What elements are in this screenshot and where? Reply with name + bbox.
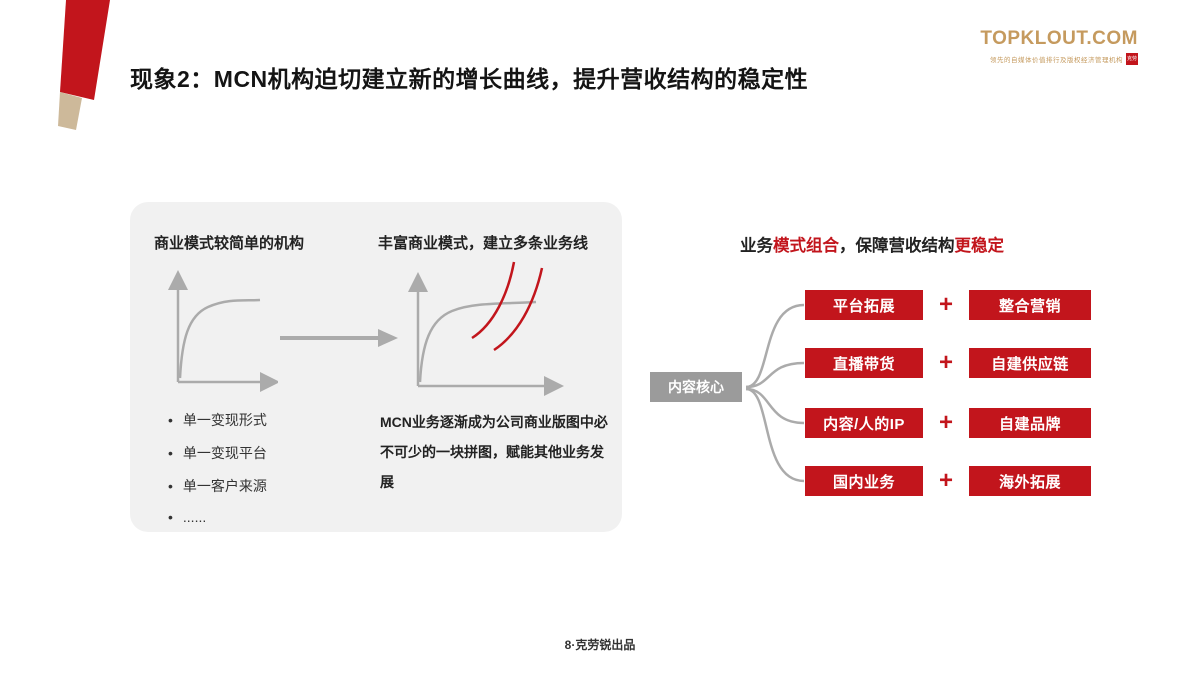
rich-model-title: 丰富商业模式，建立多条业务线 — [378, 235, 589, 252]
plus-icon: + — [938, 291, 953, 318]
bullet-item: 单一变现平台 — [168, 443, 267, 463]
model-tag: 自建供应链 — [969, 348, 1091, 378]
bullet-item: 单一客户来源 — [168, 476, 267, 496]
heading-part-highlight: 更稳定 — [954, 237, 1005, 255]
brand-logo: TOPKLOUT.COM 领先的自媒体价值排行及版权经济管理机构 克劳锐 — [980, 28, 1138, 65]
heading-part: 业务 — [740, 237, 773, 255]
bullet-text: 单一变现平台 — [182, 445, 267, 461]
model-tag: 整合营销 — [969, 290, 1091, 320]
brand-seal-icon: 克劳锐 — [1126, 53, 1138, 65]
combo-row: 平台拓展 + 整合营销 — [805, 290, 1095, 320]
slide-title: 现象2：MCN机构迫切建立新的增长曲线，提升营收结构的稳定性 — [130, 66, 809, 92]
combo-row: 直播带货 + 自建供应链 — [805, 348, 1095, 378]
bullet-text: 单一客户来源 — [182, 478, 267, 494]
brand-tagline: 领先的自媒体价值排行及版权经济管理机构 — [990, 57, 1123, 64]
brand-logo-text: TOPKLOUT.COM — [980, 28, 1138, 49]
combo-row: 内容/人的IP + 自建品牌 — [805, 408, 1095, 438]
plus-icon: + — [938, 349, 953, 376]
multi-curve-chart — [408, 261, 564, 396]
bullet-item: 单一变现形式 — [168, 410, 267, 430]
plus-icon: + — [938, 467, 953, 494]
bullet-text: 单一变现形式 — [182, 412, 267, 428]
right-section-heading: 业务模式组合，保障营收结构更稳定 — [740, 232, 1004, 256]
bullet-text: ...... — [182, 509, 207, 525]
fanout-bracket — [746, 303, 805, 483]
corner-ribbon-shape — [58, 0, 110, 130]
heading-part-highlight: 模式组合 — [773, 237, 839, 255]
plus-icon: + — [938, 409, 953, 436]
page-footer: 8·克劳锐出品 — [564, 638, 636, 652]
bullet-item: ...... — [168, 509, 267, 525]
model-tag: 海外拓展 — [969, 466, 1091, 496]
transition-arrow-icon — [280, 329, 398, 347]
simple-model-bullet-list: 单一变现形式 单一变现平台 单一客户来源 ...... — [168, 410, 267, 538]
single-curve-chart — [168, 270, 278, 392]
brand-logo-subline: 领先的自媒体价值排行及版权经济管理机构 克劳锐 — [980, 53, 1138, 65]
model-tag: 国内业务 — [805, 466, 923, 496]
simple-model-title: 商业模式较简单的机构 — [154, 235, 305, 252]
comparison-panel: 商业模式较简单的机构 丰富商业模式，建立多条业务线 单一变现形式 单一变现平台 — [130, 202, 622, 532]
corner-ribbon — [58, 0, 130, 132]
combo-row: 国内业务 + 海外拓展 — [805, 466, 1095, 496]
model-tag: 自建品牌 — [969, 408, 1091, 438]
heading-part: ，保障营收结构 — [839, 237, 955, 255]
content-core-box: 内容核心 — [650, 372, 742, 402]
rich-model-note: MCN业务逐渐成为公司商业版图中必不可少的一块拼图，赋能其他业务发展 — [380, 414, 608, 491]
model-tag: 内容/人的IP — [805, 408, 923, 438]
model-tag: 平台拓展 — [805, 290, 923, 320]
model-tag: 直播带货 — [805, 348, 923, 378]
